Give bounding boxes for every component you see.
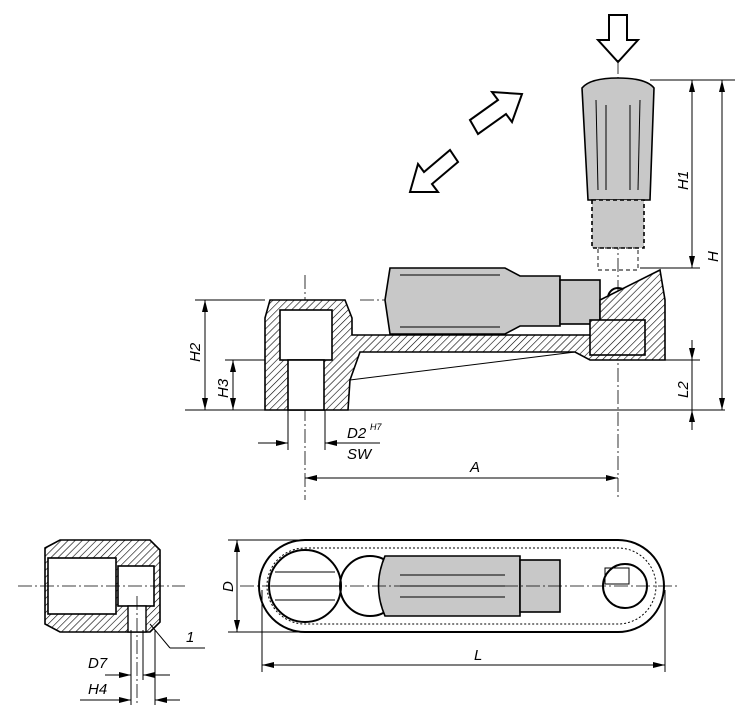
dimension-l: L: [261, 590, 666, 672]
push-down-arrow-icon: [595, 14, 641, 64]
l-label: L: [474, 647, 482, 664]
dimension-h3: H3: [215, 359, 265, 410]
d-label: D: [220, 581, 237, 592]
h2-label: H2: [187, 342, 204, 362]
d7-label: D7: [88, 655, 108, 672]
crank-arm-section: [264, 268, 666, 411]
swing-up-arrow-icon: [468, 90, 524, 136]
item-1-label: 1: [186, 629, 194, 646]
h1-label: H1: [675, 171, 692, 190]
callout-item-1: 1: [149, 623, 205, 649]
dimension-h: H: [705, 80, 725, 410]
dimension-d7: D7: [88, 630, 170, 705]
hub-side-view: [18, 539, 185, 705]
h-label: H: [705, 251, 722, 262]
top-view: [240, 539, 680, 633]
horizontal-handle: [384, 267, 629, 335]
dimension-h2: H2: [187, 299, 265, 410]
l2-label: L2: [675, 381, 692, 398]
h4-label: H4: [88, 681, 107, 698]
vertical-handle-position: [581, 77, 655, 271]
dimension-h1: H1: [640, 79, 735, 269]
a-label: A: [469, 459, 480, 476]
dimension-d: D: [220, 539, 305, 633]
dimension-d2-sw: D2 H7 SW: [258, 410, 382, 463]
swing-down-arrow-icon: [408, 148, 460, 193]
dimension-l2: L2: [665, 340, 700, 430]
dimension-h4: H4: [80, 630, 180, 705]
dimension-a: A: [305, 459, 618, 481]
d2-label: D2: [347, 425, 367, 442]
h3-label: H3: [215, 378, 232, 398]
d2-tolerance-label: H7: [370, 422, 382, 432]
sw-label: SW: [347, 446, 373, 463]
